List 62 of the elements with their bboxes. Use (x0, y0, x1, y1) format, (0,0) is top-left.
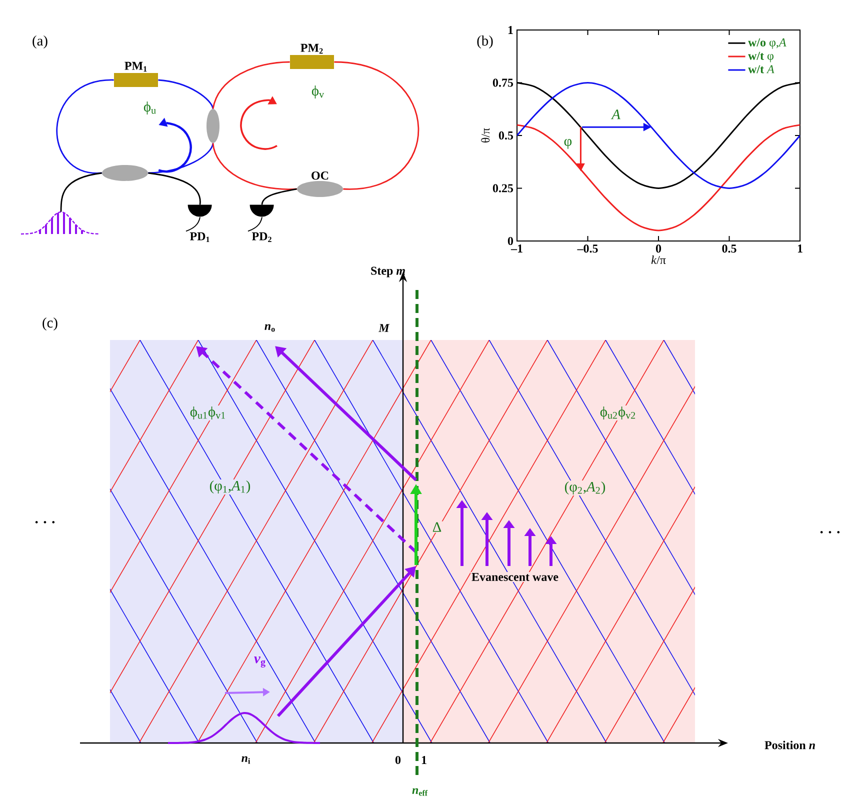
legend-label: w/t φ (748, 52, 774, 62)
line-series (517, 124, 800, 232)
label: ϕ$_{u1}$ϕ$_{v1}$ (188, 405, 228, 421)
label: M (378, 324, 390, 332)
node-label: OC (312, 172, 328, 180)
label: (b) (477, 35, 493, 49)
y-tick-label: 1 (508, 26, 513, 34)
ring-fiber (60, 172, 102, 212)
annotation: φ (564, 139, 572, 149)
ring-fiber (56, 79, 114, 174)
axis-label: Step m (371, 266, 405, 278)
label: ϕ$_{v}$ (312, 85, 324, 99)
legend-label: w/o φ,A (748, 38, 786, 49)
y-tick-label: 0 (508, 236, 514, 246)
label: (φ$_{1}$,A$_{1}$) (208, 479, 252, 495)
x-tick-label: –1 (510, 244, 522, 252)
x-tick-label: –0.5 (577, 244, 598, 253)
label: Δ (431, 521, 443, 533)
node-label: PD$_{1}$ (190, 232, 210, 242)
label: n$_{o}$ (264, 324, 275, 332)
label: Evanescent wave (470, 572, 560, 582)
annotation: A (610, 110, 621, 120)
ellipsis: · · · (35, 521, 55, 524)
ellipsis: · · · (820, 531, 840, 534)
pulse-drawing (20, 211, 100, 235)
node-label: PM$_{1}$ (124, 62, 147, 72)
label: ϕ$_{u2}$ϕ$_{v2}$ (598, 405, 638, 421)
y-tick-label: 0.25 (492, 184, 514, 192)
legend-label: w/t A (748, 65, 774, 74)
photodetector: PD$_{2}$ (248, 204, 274, 242)
tick-label: 0 (395, 756, 401, 764)
coupler (206, 109, 220, 143)
photodetector: PD$_{1}$ (186, 204, 212, 242)
node-label: PD$_{2}$ (252, 232, 272, 242)
tick-label: n$_{i}$ (242, 756, 250, 764)
modulator-box: PM$_{1}$ (114, 62, 158, 87)
ring-fiber (212, 61, 290, 109)
ring-fiber (334, 61, 420, 190)
y-tick-label: 0.75 (492, 78, 514, 87)
ring-fiber (148, 143, 214, 174)
label: n$_{eff}$ (412, 788, 428, 796)
x-tick-label: 0 (656, 244, 662, 253)
label: ϕ$_{u}$ (144, 101, 156, 115)
y-tick-label: 0.5 (498, 131, 514, 140)
ring-fiber (158, 79, 214, 109)
ring-fiber (212, 143, 297, 190)
axis-label: Position n (764, 740, 815, 750)
label: (φ$_{2}$,A$_{2}$) (563, 480, 607, 496)
modulator-box: PM$_{2}$ (290, 44, 334, 69)
coupler (102, 165, 148, 181)
x-axis-title: k/π (651, 256, 666, 264)
label: (a) (32, 35, 48, 49)
y-axis-title: θ/π (481, 128, 490, 142)
label: (c) (42, 317, 58, 331)
label: v$_{g}$ (254, 656, 266, 668)
ring-fiber (261, 188, 297, 205)
x-tick-label: 0.5 (722, 244, 736, 253)
node-label: PM$_{2}$ (300, 44, 323, 54)
tick-label: 1 (422, 756, 426, 764)
coupler: OC (297, 172, 343, 197)
x-tick-label: 1 (798, 244, 802, 252)
ring-fiber (148, 172, 201, 205)
